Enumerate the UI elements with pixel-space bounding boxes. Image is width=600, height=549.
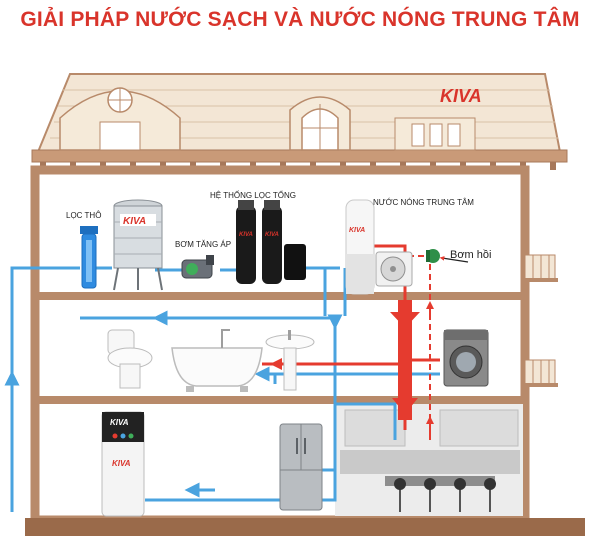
dispenser-body-logo: KIVA <box>112 459 131 468</box>
page-title: GIẢI PHÁP NƯỚC SẠCH VÀ NƯỚC NÓNG TRUNG T… <box>20 8 580 31</box>
central-water-heater: KIVA <box>345 199 375 295</box>
dispenser-logo: KIVA <box>110 418 129 427</box>
filter-logo-2: KIVA <box>265 232 279 238</box>
dormer-center <box>289 96 351 151</box>
washbasin <box>265 330 315 391</box>
return-pump <box>426 249 440 263</box>
hot-water-pipes <box>262 242 440 440</box>
label-nuoc-nong-trung-tam: NƯỚC NÓNG TRUNG TÂM <box>373 198 474 207</box>
dormer-right <box>394 117 476 151</box>
label-bom-hoi: Bơm hồi <box>450 249 491 261</box>
washing-machine <box>443 329 489 387</box>
water-dispenser: KIVA KIVA <box>101 411 145 517</box>
label-loc-tho: LỌC THÔ <box>66 211 101 220</box>
booster-pump <box>181 255 214 279</box>
tank-logo: KIVA <box>123 216 146 227</box>
dormer-left <box>59 87 181 151</box>
filter-logo-1: KIVA <box>239 232 253 238</box>
bom-hoi-pointer <box>439 255 469 263</box>
refrigerator <box>279 423 323 511</box>
bathtub <box>171 329 263 392</box>
central-filter-system: KIVA KIVA <box>236 200 306 284</box>
toilet <box>107 329 153 389</box>
roof-logo: KIVA <box>440 86 482 106</box>
pre-filter <box>80 226 98 289</box>
heater-logo: KIVA <box>349 227 365 234</box>
heat-pump-unit <box>375 251 413 287</box>
label-bom-tang-ap: BƠM TĂNG ÁP <box>175 240 231 249</box>
balcony-lower <box>522 359 558 387</box>
roof: KIVA <box>31 73 568 170</box>
balcony-upper <box>522 254 558 282</box>
cold-water-pipes <box>4 266 440 512</box>
water-tank: KIVA <box>113 199 163 291</box>
label-he-thong-loc-tong: HỆ THỐNG LỌC TỔNG <box>210 190 296 200</box>
